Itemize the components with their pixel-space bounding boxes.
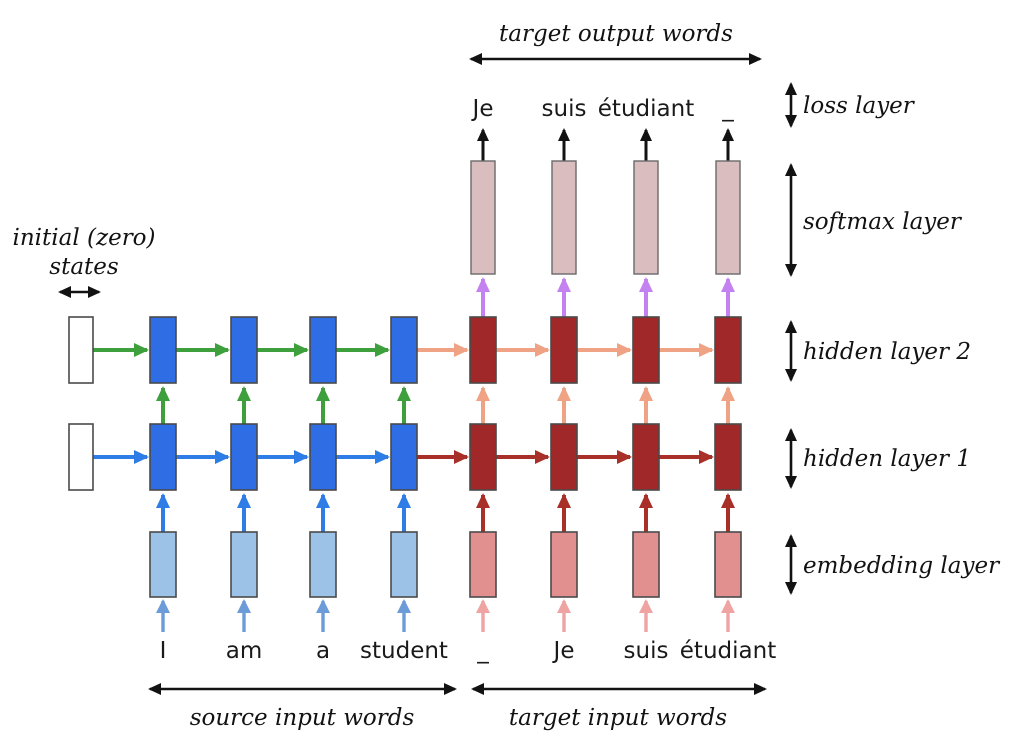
softmax-box xyxy=(715,160,741,275)
encoder-embedding-box xyxy=(230,531,258,598)
target-word-1: Je xyxy=(552,638,575,664)
source-word-0: I xyxy=(160,638,167,664)
encoder-h1-box xyxy=(390,423,418,491)
source-word-1: am xyxy=(226,638,263,664)
encoder-embedding-box xyxy=(149,531,177,598)
decoder-hidden2-boxes xyxy=(469,316,742,384)
hidden1-to-hidden2-arrows xyxy=(156,386,735,424)
decoder-hidden1-boxes xyxy=(469,423,742,491)
initial-state-box-h2 xyxy=(68,316,94,384)
hidden-layer-2-label: hidden layer 2 xyxy=(803,339,971,365)
embedding-to-hidden1-arrows xyxy=(156,493,735,532)
output-word-3: _ xyxy=(721,96,734,122)
input-words: I am a student _ Je suis étudiant xyxy=(160,638,777,664)
annotations xyxy=(58,53,797,695)
decoder-embedding-box xyxy=(714,531,742,598)
softmax-arrows xyxy=(476,128,735,317)
encoder-h1-box xyxy=(149,423,177,491)
initial-states-label-line2: states xyxy=(49,254,119,280)
loss-layer-label: loss layer xyxy=(803,93,916,119)
encoder-embedding-box xyxy=(390,531,418,598)
decoder-h1-box xyxy=(550,423,578,491)
decoder-h2-box xyxy=(714,316,742,384)
output-word-2: étudiant xyxy=(598,96,694,122)
decoder-h1-box xyxy=(632,423,660,491)
softmax-box xyxy=(470,160,496,275)
decoder-h1-box xyxy=(469,423,497,491)
target-word-0: _ xyxy=(476,638,489,664)
output-words: Je suis étudiant _ xyxy=(471,96,735,122)
softmax-boxes xyxy=(470,160,741,275)
decoder-h2-box xyxy=(550,316,578,384)
encoder-h2-box xyxy=(230,316,258,384)
target-word-2: suis xyxy=(624,638,669,664)
encoder-h1-box xyxy=(230,423,258,491)
output-word-0: Je xyxy=(471,96,494,122)
encoder-h2-box xyxy=(149,316,177,384)
word-to-embedding-arrows xyxy=(156,599,735,632)
decoder-embedding-box xyxy=(550,531,578,598)
softmax-layer-label: softmax layer xyxy=(803,209,963,235)
encoder-hidden2-boxes xyxy=(149,316,418,384)
encoder-embedding-box xyxy=(309,531,337,598)
initial-state-box-h1 xyxy=(68,423,94,491)
encoder-hidden1-boxes xyxy=(149,423,418,491)
labels: target output words source input words t… xyxy=(12,21,1001,731)
output-word-1: suis xyxy=(542,96,587,122)
source-input-words-label: source input words xyxy=(190,705,415,731)
initial-state-boxes xyxy=(68,316,94,491)
decoder-embedding-box xyxy=(632,531,660,598)
hidden-layer-1-label: hidden layer 1 xyxy=(803,446,971,472)
source-word-2: a xyxy=(316,638,330,664)
softmax-box xyxy=(551,160,577,275)
decoder-embedding-boxes xyxy=(469,531,742,598)
source-word-3: student xyxy=(360,638,448,664)
encoder-embedding-boxes xyxy=(149,531,418,598)
initial-states-label-line1: initial (zero) xyxy=(12,225,155,251)
encoder-h2-box xyxy=(390,316,418,384)
decoder-h2-box xyxy=(469,316,497,384)
decoder-h1-box xyxy=(714,423,742,491)
target-word-3: étudiant xyxy=(680,638,776,664)
encoder-h1-box xyxy=(309,423,337,491)
target-input-words-label: target input words xyxy=(509,705,727,731)
encoder-h2-box xyxy=(309,316,337,384)
decoder-embedding-box xyxy=(469,531,497,598)
target-output-words-label: target output words xyxy=(499,21,733,47)
decoder-h2-box xyxy=(632,316,660,384)
embedding-layer-label: embedding layer xyxy=(803,553,1001,579)
softmax-box xyxy=(633,160,659,275)
